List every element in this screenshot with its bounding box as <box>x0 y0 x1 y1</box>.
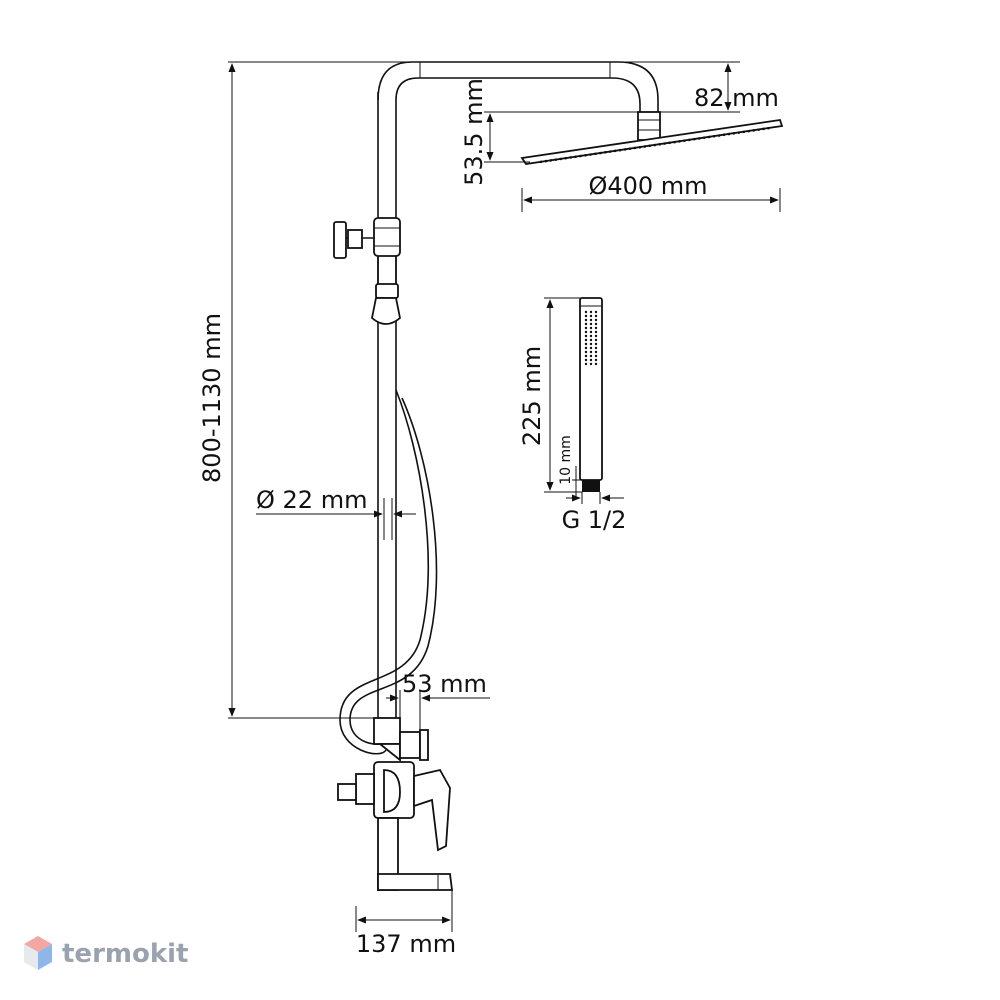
dim-thread-label: G 1/2 <box>562 506 627 534</box>
hand-shower-detail <box>579 297 603 492</box>
nozzle-dot <box>594 358 598 362</box>
dim-head-height-label: 82 mm <box>694 84 779 112</box>
dimension-head-offset: 53.5 mm <box>460 78 640 186</box>
nozzle-dot <box>589 358 593 362</box>
dim-pipe-diameter-label: Ø 22 mm <box>256 486 367 514</box>
nozzle-dot <box>589 342 593 346</box>
dim-hand-shower-bottom-label: 10 mm <box>558 435 574 485</box>
dimension-spout-length: 137 mm <box>355 890 456 958</box>
nozzle-dot <box>584 334 588 338</box>
nozzle-dot <box>594 362 598 366</box>
nozzle-dot <box>589 334 593 338</box>
nozzle-dot <box>584 310 588 314</box>
diverter-valve <box>373 717 429 762</box>
nozzle-dot <box>584 314 588 318</box>
nozzle-dot <box>584 358 588 362</box>
bath-spout <box>377 817 454 891</box>
dim-spout-length-label: 137 mm <box>356 930 456 958</box>
nozzle-dot <box>584 346 588 350</box>
watermark-brand: termokit <box>62 939 188 969</box>
dimension-thread: G 1/2 <box>562 492 627 534</box>
nozzle-dot <box>589 322 593 326</box>
nozzle-dot <box>584 342 588 346</box>
nozzle-dot <box>589 326 593 330</box>
nozzle-dot <box>584 318 588 322</box>
nozzle-dot <box>594 354 598 358</box>
dimension-mount-offset: 53 mm <box>386 670 490 730</box>
nozzle-dot <box>584 338 588 342</box>
dimension-head-diameter: Ø400 mm <box>521 172 781 212</box>
nozzle-dot <box>584 322 588 326</box>
dim-mount-offset-label: 53 mm <box>402 670 487 698</box>
nozzle-dot <box>589 354 593 358</box>
dimension-hand-shower-length: 225 mm <box>518 297 590 493</box>
nozzle-dot <box>589 338 593 342</box>
dim-head-offset-label: 53.5 mm <box>460 78 488 186</box>
nozzle-dot <box>594 330 598 334</box>
nozzle-dot <box>584 362 588 366</box>
dimension-column-height: 800-1130 mm <box>198 61 412 719</box>
nozzle-dot <box>584 354 588 358</box>
nozzle-dot <box>594 334 598 338</box>
dimension-pipe-diameter: Ø 22 mm <box>256 486 416 540</box>
dim-head-diameter-label: Ø400 mm <box>588 172 707 200</box>
height-adjust-clamp <box>333 217 401 286</box>
nozzle-dot <box>594 326 598 330</box>
nozzle-dot <box>594 318 598 322</box>
nozzle-dot <box>589 362 593 366</box>
nozzle-dot <box>594 350 598 354</box>
nozzle-dot <box>589 350 593 354</box>
termokit-logo-icon <box>24 936 52 970</box>
dim-hand-shower-length-label: 225 mm <box>518 346 546 446</box>
nozzle-dot <box>594 342 598 346</box>
nozzle-dot <box>589 314 593 318</box>
dimension-head-height: 82 mm <box>612 61 779 113</box>
hand-shower-nozzles <box>584 310 598 366</box>
nozzle-dot <box>589 346 593 350</box>
hand-shower-holder <box>371 283 401 325</box>
nozzle-dot <box>594 314 598 318</box>
termokit-watermark: termokit <box>24 936 188 970</box>
nozzle-dot <box>589 318 593 322</box>
nozzle-dot <box>584 350 588 354</box>
nozzle-dot <box>584 330 588 334</box>
nozzle-dot <box>594 338 598 342</box>
nozzle-dot <box>594 322 598 326</box>
nozzle-dot <box>584 326 588 330</box>
nozzle-dot <box>594 346 598 350</box>
dim-column-height-label: 800-1130 mm <box>198 313 226 483</box>
nozzle-dot <box>589 330 593 334</box>
mixer-body <box>337 761 451 852</box>
shower-hose <box>339 389 438 755</box>
nozzle-dot <box>594 310 598 314</box>
dimension-hand-shower-bottom: 10 mm <box>558 435 582 496</box>
nozzle-dot <box>589 310 593 314</box>
